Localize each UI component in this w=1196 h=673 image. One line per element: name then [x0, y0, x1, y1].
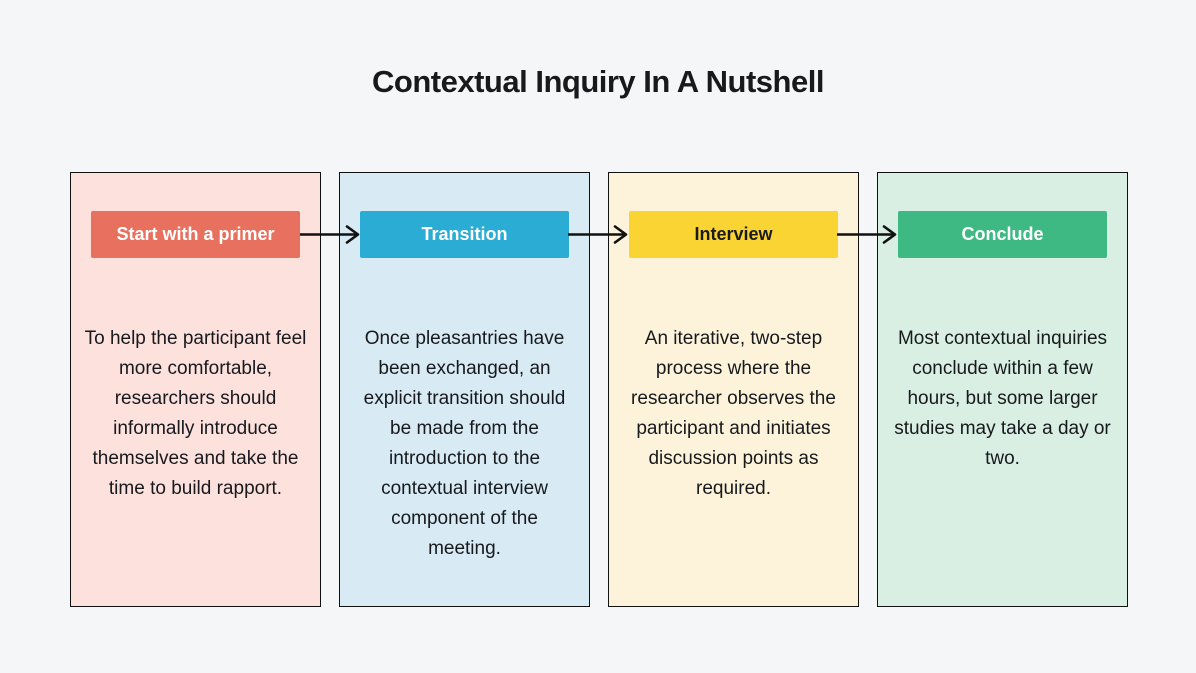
card-description: To help the participant feel more comfor…	[84, 328, 307, 499]
right-arrow-icon	[568, 225, 628, 244]
card-description: Most contextual inquiries conclude withi…	[894, 328, 1111, 469]
card-start-with-a-primer: Start with a primer To help the particip…	[70, 172, 321, 607]
card-transition: Transition Once pleasantries have been e…	[339, 172, 590, 607]
transition-button[interactable]: Transition	[360, 211, 569, 258]
conclude-button[interactable]: Conclude	[898, 211, 1107, 258]
steps-row: Start with a primer To help the particip…	[70, 172, 1128, 607]
page-title: Contextual Inquiry In A Nutshell	[372, 64, 824, 99]
card-description: Once pleasantries have been exchanged, a…	[363, 328, 566, 559]
card-conclude: Conclude Most contextual inquiries concl…	[877, 172, 1128, 607]
right-arrow-icon	[837, 225, 897, 244]
card-interview: Interview An iterative, two-step process…	[608, 172, 859, 607]
card-description: An iterative, two-step process where the…	[631, 328, 836, 499]
right-arrow-icon	[300, 225, 360, 244]
start-with-a-primer-button[interactable]: Start with a primer	[91, 211, 300, 258]
interview-button[interactable]: Interview	[629, 211, 838, 258]
